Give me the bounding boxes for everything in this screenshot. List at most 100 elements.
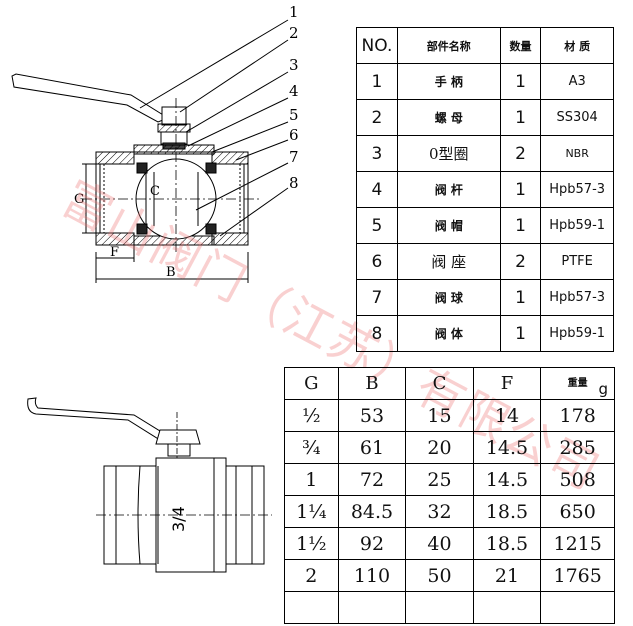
cell-f: 14.5	[472, 431, 542, 464]
header-name: 部件名称	[396, 27, 501, 64]
cell-b: 110	[337, 559, 407, 592]
table-header-row: G B C F 重量 g	[284, 367, 615, 400]
header-f: F	[472, 367, 542, 400]
callout-2: 2	[289, 24, 299, 42]
table-row: 7 阀 球 1 Hpb57-3	[356, 279, 614, 316]
external-view	[27, 397, 272, 573]
cell-g: 2	[284, 559, 339, 592]
cell-b: 53	[337, 399, 407, 432]
handle-lever	[11, 73, 170, 123]
cell-f: 21	[472, 559, 542, 592]
cell-c	[405, 591, 474, 624]
cell-f: 14.5	[472, 463, 542, 496]
table-row: 2 螺 母 1 SS304	[356, 99, 614, 136]
cell-weight: 178	[540, 399, 615, 432]
cell-g: ½	[284, 399, 339, 432]
cell-name: 阀 座	[396, 243, 501, 280]
callout-5: 5	[289, 106, 299, 124]
callout-7: 7	[289, 148, 299, 166]
dim-label-b: B	[166, 265, 176, 280]
cell-c: 20	[405, 431, 474, 464]
dim-label-g: G	[74, 192, 84, 207]
cell-weight: 285	[540, 431, 615, 464]
table-row: ½ 53 15 14 178	[284, 399, 615, 432]
dim-label-c: C	[150, 184, 160, 199]
table-row: 8 阀 体 1 Hpb59-1	[356, 315, 614, 352]
dimensions-table: G B C F 重量 g ½ 53 15 14 178 ¾ 61 20 14.5…	[284, 367, 615, 624]
cell-no: 5	[356, 207, 398, 244]
cell-f	[472, 591, 542, 624]
table-header-row: NO. 部件名称 数量 材 质	[356, 27, 614, 64]
table-row: 1 手 柄 1 A3	[356, 63, 614, 100]
cell-material: Hpb57-3	[540, 279, 614, 316]
cell-c: 32	[405, 495, 474, 528]
cell-no: 2	[356, 99, 398, 136]
cell-qty: 2	[499, 135, 542, 172]
cell-no: 3	[356, 135, 398, 172]
cell-weight	[540, 591, 615, 624]
table-row	[284, 591, 615, 624]
cell-material: A3	[540, 63, 614, 100]
cell-name: 手 柄	[396, 63, 501, 100]
cell-b: 84.5	[337, 495, 407, 528]
cell-c: 15	[405, 399, 474, 432]
table-row: 5 阀 帽 1 Hpb59-1	[356, 207, 614, 244]
cell-no: 7	[356, 279, 398, 316]
cell-name: 阀 球	[396, 279, 501, 316]
cell-f: 18.5	[472, 527, 542, 560]
cell-g: 1½	[284, 527, 339, 560]
cell-f: 18.5	[472, 495, 542, 528]
callout-6: 6	[289, 126, 299, 144]
cell-weight: 508	[540, 463, 615, 496]
cell-g: 1¼	[284, 495, 339, 528]
header-qty: 数量	[499, 27, 542, 64]
cell-name: 阀 杆	[396, 171, 501, 208]
table-row: 4 阀 杆 1 Hpb57-3	[356, 171, 614, 208]
table-row: 1 72 25 14.5 508	[284, 463, 615, 496]
cell-name: 阀 体	[396, 315, 501, 352]
header-b: B	[337, 367, 407, 400]
dim-label-f: F	[110, 245, 119, 260]
cell-qty: 1	[499, 315, 542, 352]
header-material: 材 质	[540, 27, 614, 64]
cell-material: NBR	[540, 135, 614, 172]
header-weight: 重量 g	[540, 367, 615, 400]
cell-material: Hpb57-3	[540, 171, 614, 208]
cell-no: 6	[356, 243, 398, 280]
cell-weight: 1765	[540, 559, 615, 592]
stem-nut	[161, 106, 187, 126]
cell-weight: 1215	[540, 527, 615, 560]
cell-material: Hpb59-1	[540, 207, 614, 244]
cell-qty: 1	[499, 99, 542, 136]
cell-b: 72	[337, 463, 407, 496]
header-c: C	[405, 367, 474, 400]
parts-table: NO. 部件名称 数量 材 质 1 手 柄 1 A3 2 螺 母 1 SS304…	[356, 27, 614, 352]
table-row: 3 0型圈 2 NBR	[356, 135, 614, 172]
callout-1: 1	[289, 3, 299, 21]
section-view	[11, 19, 289, 283]
callout-4: 4	[289, 82, 299, 100]
header-g: G	[284, 367, 339, 400]
table-row: 1¼ 84.5 32 18.5 650	[284, 495, 615, 528]
cell-g	[284, 591, 339, 624]
cell-qty: 1	[499, 63, 542, 100]
cell-g: 1	[284, 463, 339, 496]
table-row: 1½ 92 40 18.5 1215	[284, 527, 615, 560]
header-no: NO.	[356, 27, 398, 64]
cell-weight: 650	[540, 495, 615, 528]
weight-label: 重量	[567, 377, 588, 389]
cell-c: 40	[405, 527, 474, 560]
cell-no: 8	[356, 315, 398, 352]
cell-material: Hpb59-1	[540, 315, 614, 352]
cell-no: 4	[356, 171, 398, 208]
cell-name: 螺 母	[396, 99, 501, 136]
cell-b	[337, 591, 407, 624]
table-row: 6 阀 座 2 PTFE	[356, 243, 614, 280]
cell-no: 1	[356, 63, 398, 100]
callout-3: 3	[289, 56, 299, 74]
cell-qty: 1	[499, 279, 542, 316]
cell-b: 92	[337, 527, 407, 560]
cell-b: 61	[337, 431, 407, 464]
cell-g: ¾	[284, 431, 339, 464]
